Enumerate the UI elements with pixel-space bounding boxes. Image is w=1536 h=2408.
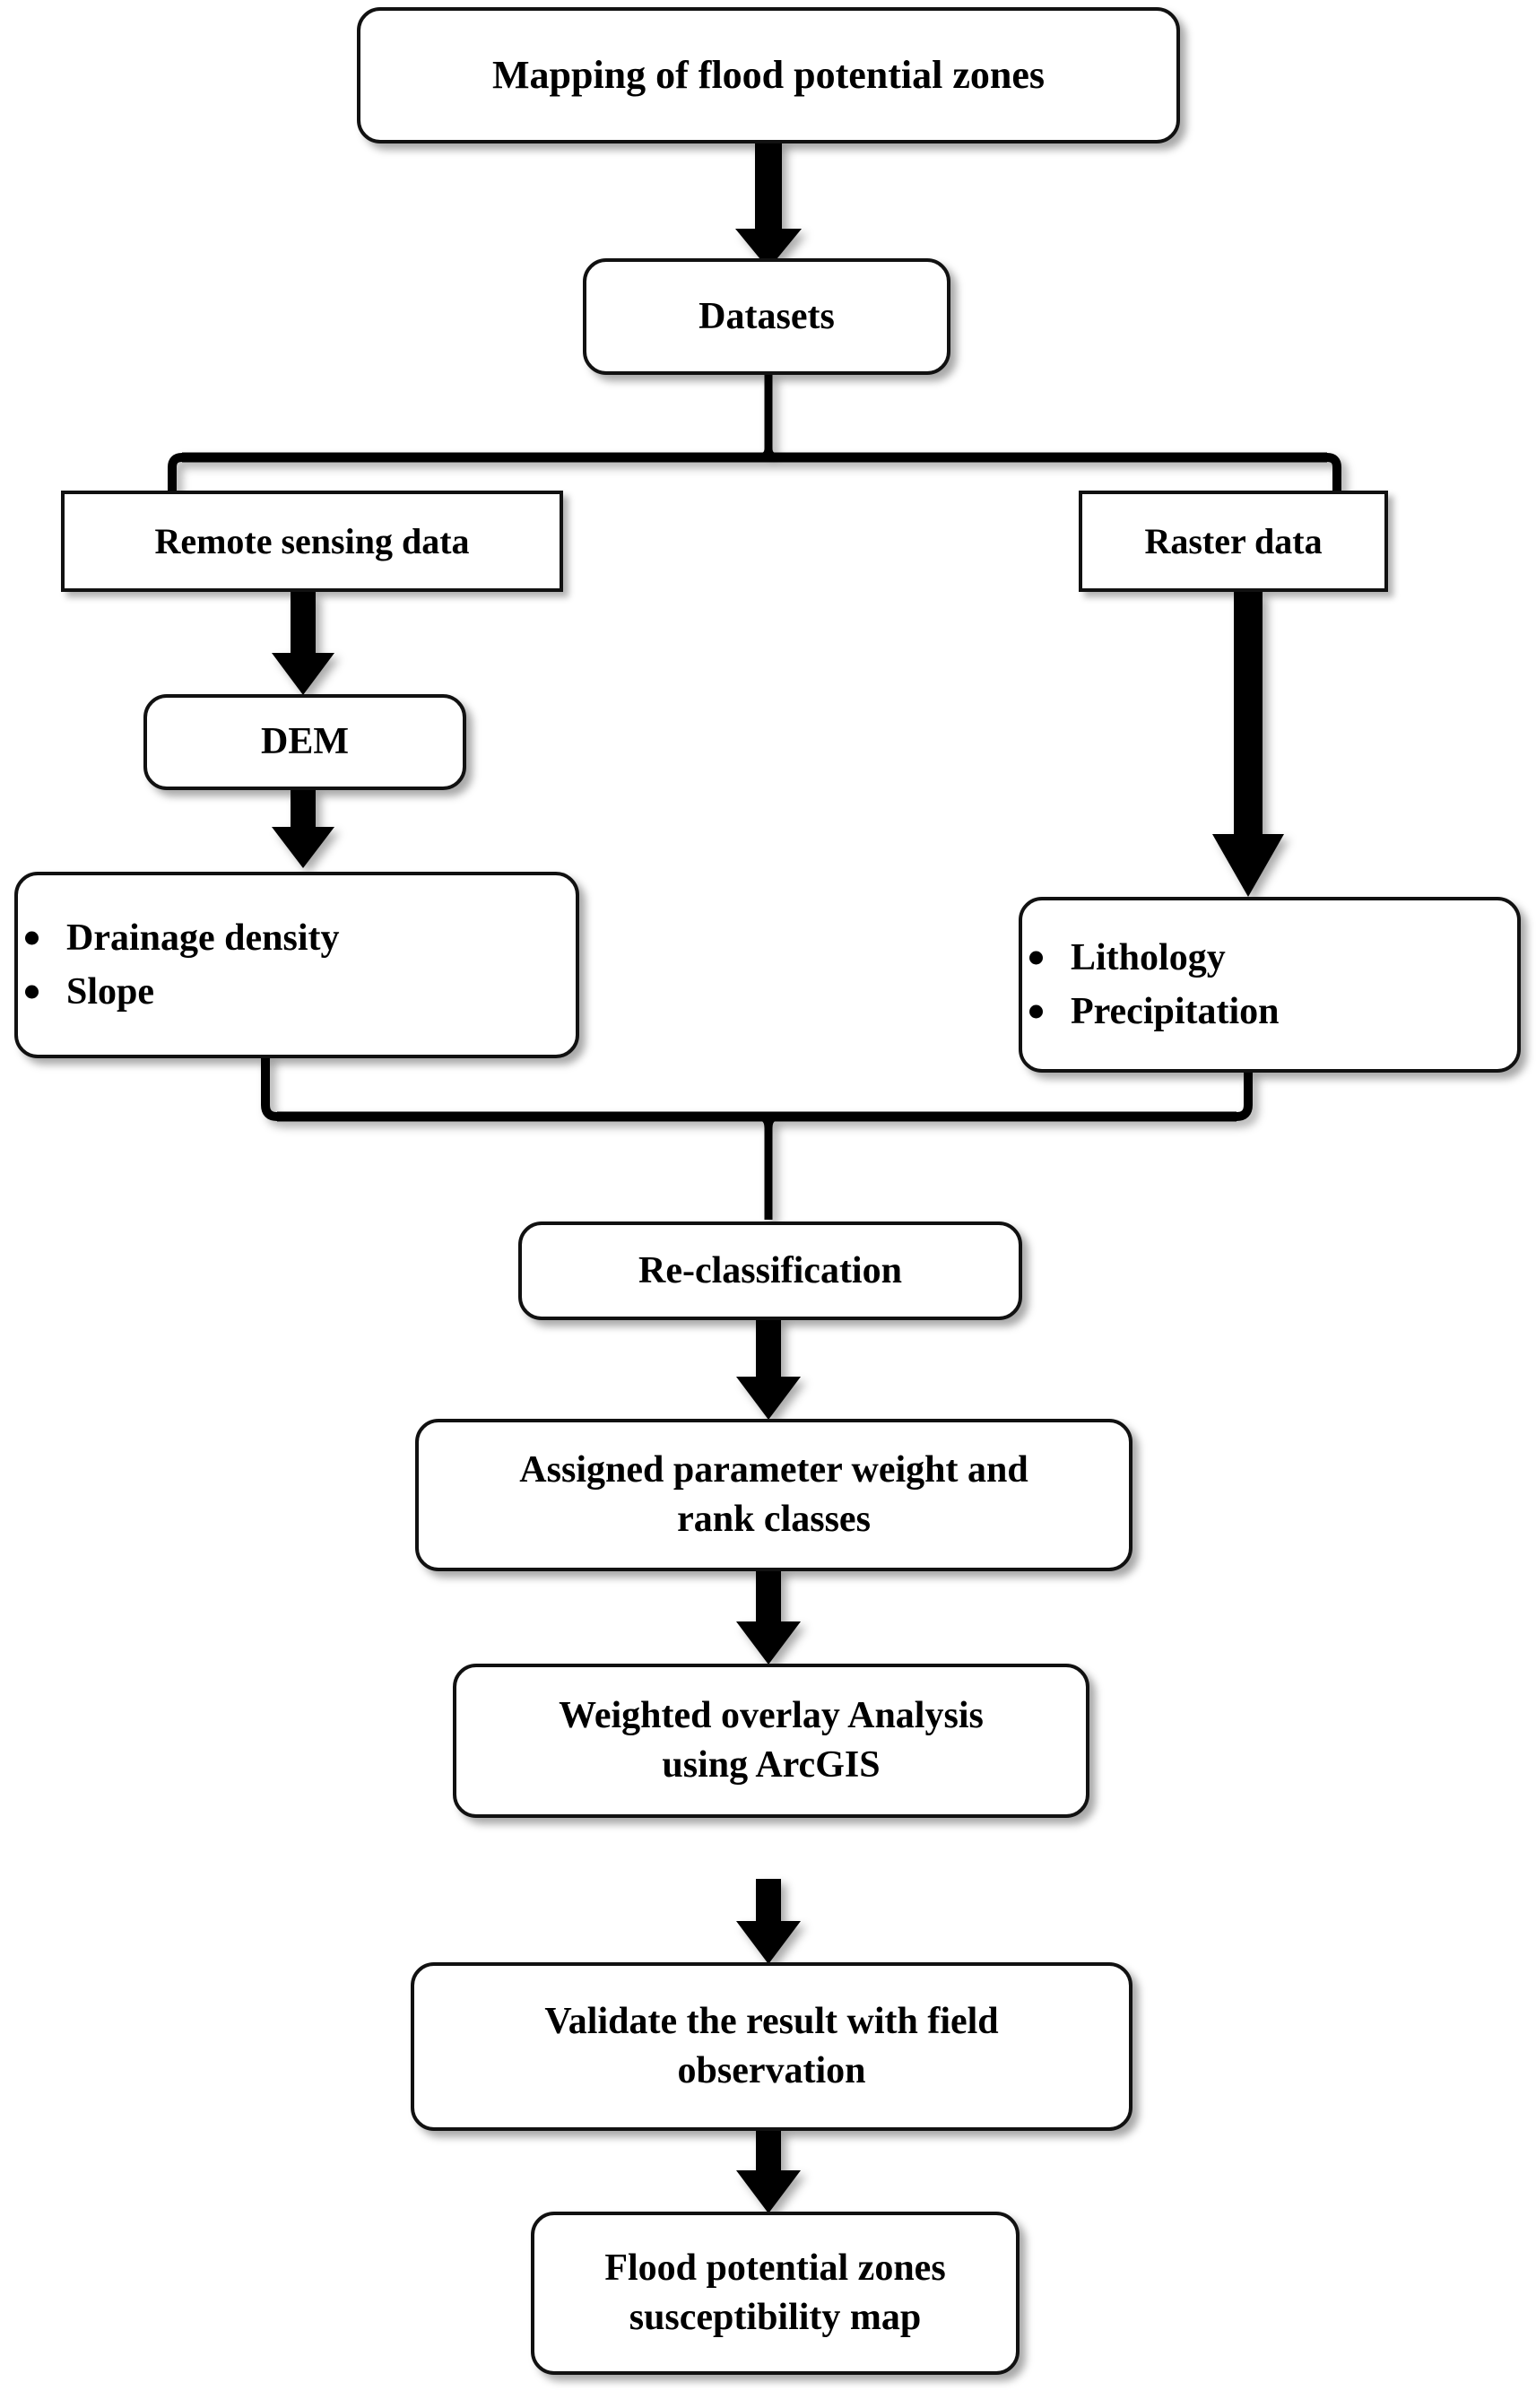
edge-validate-to-output [736,2130,801,2213]
node-label: Weighted overlay Analysis using ArcGIS [559,1695,984,1786]
node-datasets[interactable]: Datasets [583,258,950,375]
node-validate-result[interactable]: Validate the result with field observati… [411,1962,1132,2131]
edge-merge-to-reclassification [261,1056,1253,1220]
edge-remote-to-dem [272,592,334,695]
node-label: DEM [261,721,349,763]
list-item: Drainage density [18,914,340,963]
edge-mapping-to-datasets [735,142,802,269]
node-dem[interactable]: DEM [143,694,466,790]
node-weighted-overlay-analysis[interactable]: Weighted overlay Analysis using ArcGIS [453,1664,1089,1818]
list-item: Lithology [1022,934,1280,983]
node-label: Re-classification [638,1249,902,1291]
edge-raster-to-params [1212,592,1284,897]
parameter-list: Drainage density Slope [18,909,340,1021]
node-label: Raster data [1144,520,1323,561]
edge-dem-to-params [272,789,334,868]
parameter-list: Lithology Precipitation [1022,929,1280,1040]
edge-overlay-to-validate [736,1879,801,1964]
list-item: Slope [18,968,340,1017]
node-label: Datasets [699,295,835,337]
node-remote-sensing-data[interactable]: Remote sensing data [61,491,563,592]
node-assigned-parameter-weight[interactable]: Assigned parameter weight and rank class… [415,1419,1132,1571]
node-remote-sensing-parameters[interactable]: Drainage density Slope [14,872,579,1058]
node-flood-potential-zones-map[interactable]: Flood potential zones susceptibility map [531,2212,1020,2375]
node-raster-parameters[interactable]: Lithology Precipitation [1019,897,1521,1073]
node-raster-data[interactable]: Raster data [1079,491,1388,592]
node-mapping-of-flood-potential-zones[interactable]: Mapping of flood potential zones [357,7,1180,143]
node-label: Assigned parameter weight and rank class… [519,1449,1028,1540]
node-re-classification[interactable]: Re-classification [518,1221,1022,1320]
edge-reclass-to-assign [736,1318,801,1420]
node-label: Mapping of flood potential zones [491,53,1046,98]
node-label: Validate the result with field observati… [544,2001,999,2091]
node-label: Remote sensing data [154,520,470,561]
edge-assign-to-overlay [736,1569,801,1665]
list-item: Precipitation [1022,987,1280,1037]
node-label: Flood potential zones susceptibility map [604,2247,946,2338]
